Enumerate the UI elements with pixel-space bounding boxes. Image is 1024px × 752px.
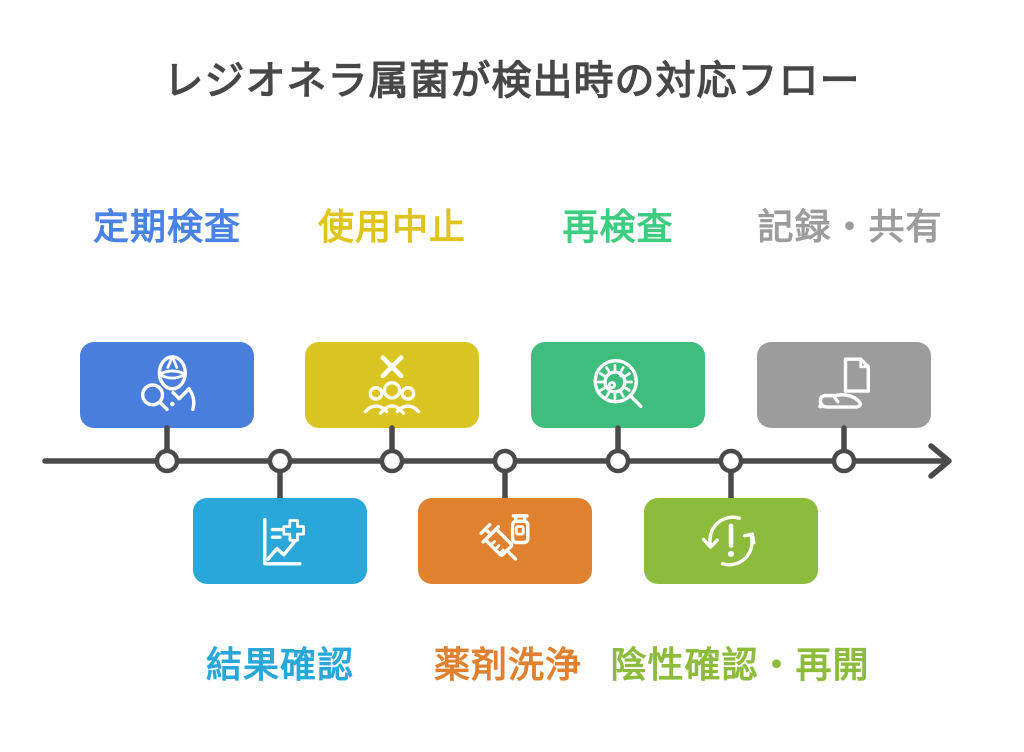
step-label-negative-confirmation-restart: 陰性確認・再開 [610, 644, 870, 685]
stop-users-icon [363, 355, 421, 415]
step-box-retest [531, 342, 705, 428]
timeline-axis [42, 425, 952, 501]
timeline-node [154, 448, 180, 474]
step-box-regular-inspection [80, 342, 254, 428]
timeline-node [379, 448, 405, 474]
step-label-result-check: 結果確認 [205, 644, 355, 685]
doctor-search-icon [140, 355, 196, 412]
page-title: レジオネラ属菌が検出時の対応フロー [163, 59, 861, 103]
step-label-chemical-cleaning: 薬剤洗浄 [433, 644, 583, 685]
timeline-node [605, 448, 631, 474]
timeline-node [492, 448, 518, 474]
document-hand-icon [818, 357, 871, 409]
syringe-vial-icon [479, 514, 530, 561]
step-box-negative-confirmation-restart [644, 498, 818, 584]
timeline-node [718, 448, 744, 474]
step-box-result-check [193, 498, 367, 584]
timeline-arrow [928, 443, 952, 479]
step-box-chemical-cleaning [418, 498, 592, 584]
step-box-record-share [757, 342, 931, 428]
step-box-usage-suspension [305, 342, 479, 428]
timeline-connector [164, 425, 847, 464]
step-label-retest: 再検査 [562, 206, 674, 247]
step-label-regular-inspection: 定期検査 [92, 206, 242, 247]
timeline-node [267, 448, 293, 474]
restart-alert-icon [701, 515, 756, 567]
step-label-record-share: 記録・共有 [757, 206, 943, 247]
timeline-node [831, 448, 857, 474]
step-label-usage-suspension: 使用中止 [317, 206, 467, 247]
microbe-search-icon [593, 358, 643, 408]
results-chart-icon [263, 518, 305, 566]
